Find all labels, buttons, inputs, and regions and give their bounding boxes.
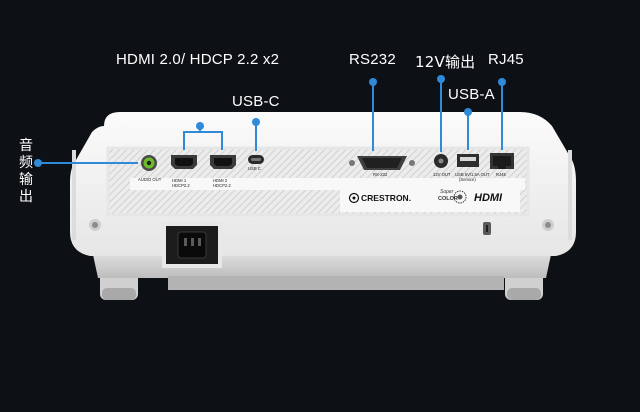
screw-right — [542, 219, 554, 231]
kensington-lock — [483, 222, 491, 235]
hdmi-logo-mark — [473, 190, 513, 203]
left-foot — [100, 264, 138, 300]
usb-a-callout: USB-A — [448, 86, 495, 103]
rj45-port — [490, 153, 514, 169]
hdmi-callout: HDMI 2.0/ HDCP 2.2 x2 — [116, 51, 280, 68]
hdmi2-silkscreen-2: HDCP2.2 — [213, 183, 231, 188]
hdmi1-port — [171, 155, 197, 169]
hdmi2-port — [210, 155, 236, 169]
rj45-silkscreen: RJ45 — [496, 172, 506, 177]
rj45-callout: RJ45 — [488, 51, 524, 68]
hdmi-leader — [183, 126, 223, 150]
hdmi1-silkscreen-1: HDMI 1 — [172, 178, 187, 183]
usb-c-silkscreen: USB C — [248, 166, 261, 171]
leader-dots — [34, 75, 506, 167]
usb-a-silkscreen-1: USB 5V/1.5A OUT — [455, 172, 490, 177]
rs232-port — [349, 156, 415, 170]
audio-out-callout: 音频输出 — [19, 138, 33, 205]
io-panel — [107, 147, 529, 216]
screw-left — [89, 219, 101, 231]
supercolor-text-1: Super — [440, 189, 454, 195]
usb-a-silkscreen-2: (Service) — [459, 177, 476, 182]
usb-c-callout: USB-C — [232, 93, 280, 110]
hdmi1-silkscreen-2: HDCP2.2 — [172, 183, 190, 188]
audio-out-silkscreen: AUDIO OUT — [138, 177, 162, 182]
usb-a-port — [457, 154, 479, 167]
dc-out-silkscreen: 12V OUT — [433, 172, 451, 177]
usb-c-port — [248, 155, 264, 164]
power-inlet — [162, 222, 222, 268]
supercolor-logo — [453, 190, 467, 204]
rs232-silkscreen: RS-232 — [373, 172, 388, 177]
crestron-logo — [348, 192, 360, 204]
right-foot — [505, 264, 543, 300]
audio-out-port — [141, 155, 157, 171]
rs232-callout: RS232 — [349, 51, 396, 68]
crestron-text: CRESTRON. — [361, 193, 411, 203]
dc-out-port — [434, 154, 448, 168]
supercolor-text-2: COLOR — [438, 196, 458, 202]
base-plate — [92, 250, 552, 278]
dc-out-callout: 12V输出 — [415, 53, 476, 71]
hdmi2-silkscreen-1: HDMI 2 — [213, 178, 228, 183]
hdmi-logo-text: HDMI — [474, 192, 503, 204]
projector-body — [70, 112, 576, 256]
